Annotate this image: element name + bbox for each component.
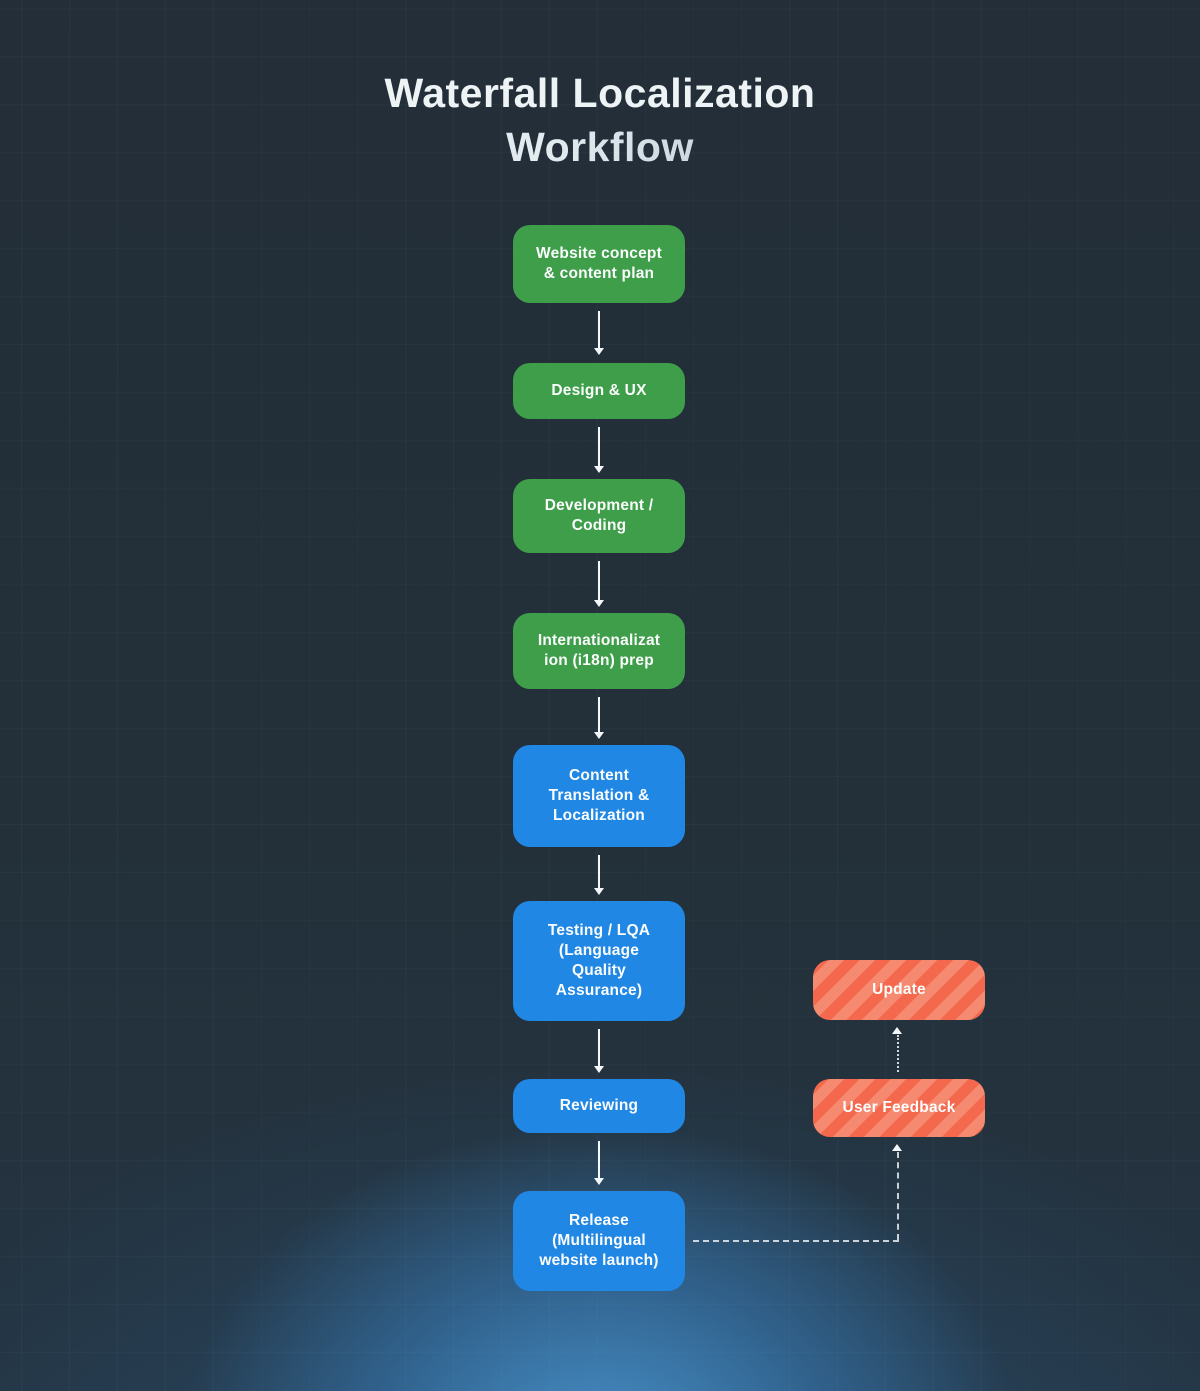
flow-arrow-line-7 xyxy=(598,1141,600,1178)
release-to-feedback-connector-vertical xyxy=(897,1152,899,1240)
flow-node-label: Internationalizat ion (i18n) prep xyxy=(537,632,661,669)
flow-node-label: Development / Coding xyxy=(544,497,654,534)
flow-arrow-line-5 xyxy=(598,855,600,888)
diagram-title-line2: Workflow xyxy=(0,120,1200,174)
flow-node-reviewing: Reviewing xyxy=(513,1079,685,1133)
arrow-down-icon xyxy=(594,348,604,355)
feedback-to-update-arrow xyxy=(897,1035,899,1072)
arrow-down-icon xyxy=(594,1066,604,1073)
flow-node-design-ux: Design & UX xyxy=(513,363,685,419)
flow-node-label: Content Translation & Localization xyxy=(548,767,650,824)
flow-node-development-coding: Development / Coding xyxy=(513,479,685,553)
flow-node-i18n-prep: Internationalizat ion (i18n) prep xyxy=(513,613,685,689)
flow-arrow-line-3 xyxy=(598,561,600,600)
flow-node-release: Release (Multilingual website launch) xyxy=(513,1191,685,1291)
flow-node-update: Update xyxy=(813,960,985,1020)
flow-arrow-line-2 xyxy=(598,427,600,466)
arrow-down-icon xyxy=(594,466,604,473)
flow-node-label: Design & UX xyxy=(551,382,647,399)
flow-node-label: Website concept & content plan xyxy=(536,245,662,282)
flow-node-user-feedback: User Feedback xyxy=(813,1079,985,1137)
diagram-title: Waterfall Localization Workflow xyxy=(0,66,1200,174)
release-to-feedback-connector-horizontal xyxy=(693,1240,899,1242)
arrow-down-icon xyxy=(594,732,604,739)
diagram-title-line1: Waterfall Localization xyxy=(384,70,816,116)
flow-node-website-concept: Website concept & content plan xyxy=(513,225,685,303)
arrow-down-icon xyxy=(594,600,604,607)
arrow-down-icon xyxy=(594,1178,604,1185)
flow-node-testing-lqa: Testing / LQA (Language Quality Assuranc… xyxy=(513,901,685,1021)
arrow-up-icon xyxy=(892,1027,902,1034)
arrow-up-icon xyxy=(892,1144,902,1151)
flow-node-label: User Feedback xyxy=(842,1099,956,1116)
flow-arrow-line-1 xyxy=(598,311,600,348)
flow-node-label: Reviewing xyxy=(559,1097,639,1114)
flow-node-label: Release (Multilingual website launch) xyxy=(539,1212,659,1269)
arrow-down-icon xyxy=(594,888,604,895)
flow-node-label: Update xyxy=(872,981,926,998)
flow-node-content-translation: Content Translation & Localization xyxy=(513,745,685,847)
flow-arrow-line-4 xyxy=(598,697,600,732)
flow-node-label: Testing / LQA (Language Quality Assuranc… xyxy=(547,922,651,999)
flow-arrow-line-6 xyxy=(598,1029,600,1066)
